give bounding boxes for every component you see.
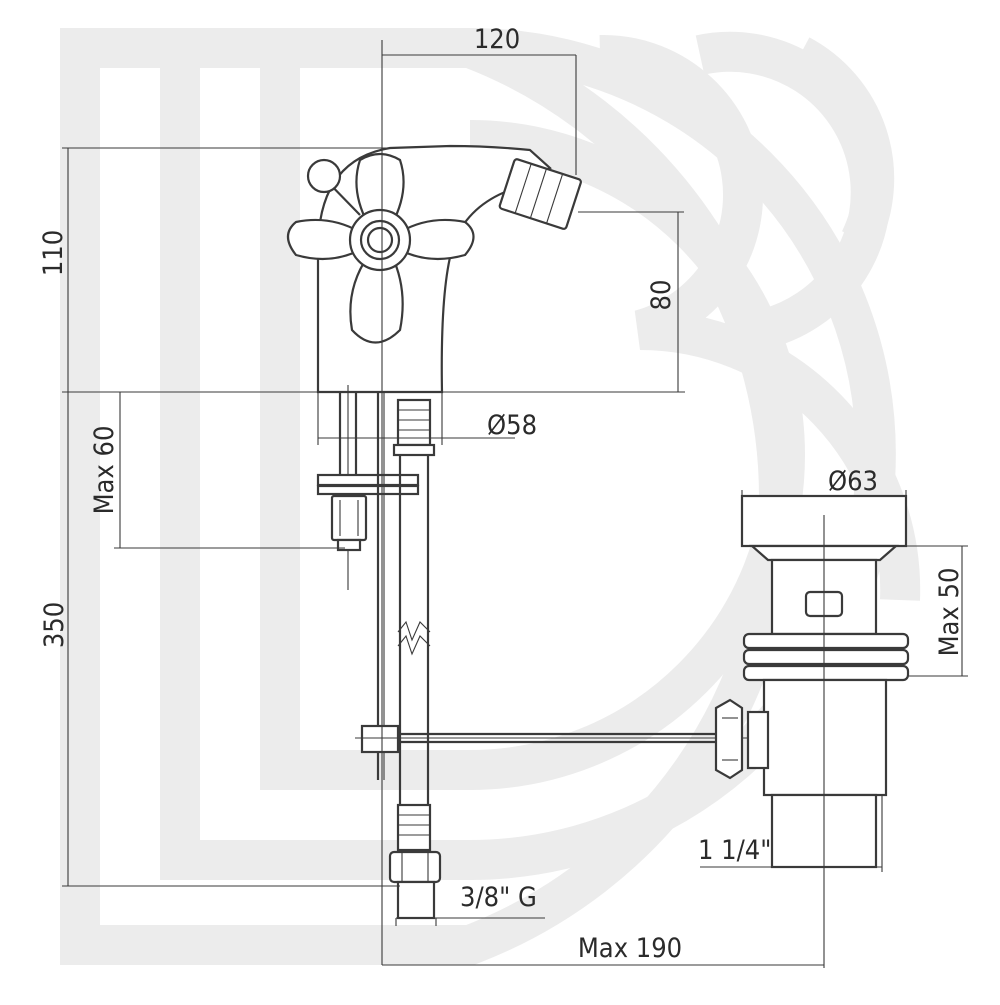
pivot-housing — [746, 710, 770, 770]
dim-waste-thread: 1 1/4" — [698, 835, 771, 866]
dim-spout-height: 80 — [646, 280, 677, 311]
mounting-plate-2 — [316, 484, 420, 496]
hose-break-top — [397, 620, 431, 642]
shank-end — [336, 538, 362, 552]
supply-nut — [388, 850, 442, 884]
hose-ferrule-bottom — [396, 803, 432, 852]
mounting-nut — [330, 494, 368, 542]
waste-washer-1 — [742, 632, 910, 650]
waste-washer-3 — [742, 664, 910, 682]
hose-collar-top — [392, 443, 436, 457]
rod-clamp — [360, 724, 400, 754]
supply-fitting — [396, 880, 436, 920]
hose-break-bottom — [397, 634, 431, 656]
pop-up-lever-knob — [306, 158, 342, 194]
dim-base-diameter: Ø58 — [487, 410, 537, 441]
dim-spout-reach: 120 — [474, 24, 520, 55]
dim-pop-up-reach: Max 190 — [578, 933, 682, 964]
dim-waste-diameter: Ø63 — [828, 466, 878, 497]
waste-washer-2 — [742, 648, 910, 666]
under-deck-assembly — [316, 385, 840, 920]
mounting-plate-1 — [316, 473, 420, 487]
pivot-nut — [714, 698, 744, 780]
dim-hose-length: 350 — [39, 602, 70, 648]
dim-supply-thread: 3/8" G — [460, 882, 537, 913]
watermark-b-3 — [790, 37, 895, 249]
dim-max-deck-thickness: Max 60 — [89, 426, 120, 515]
spout-aerator — [498, 158, 582, 230]
faucet-body — [286, 144, 582, 394]
cross-handle — [286, 152, 475, 344]
dim-waste-max-height: Max 50 — [934, 568, 965, 657]
watermark-b-1 — [599, 34, 921, 601]
waste-lower-body — [762, 678, 888, 797]
dimension-lines — [62, 40, 968, 968]
dim-total-height: 110 — [38, 230, 69, 276]
